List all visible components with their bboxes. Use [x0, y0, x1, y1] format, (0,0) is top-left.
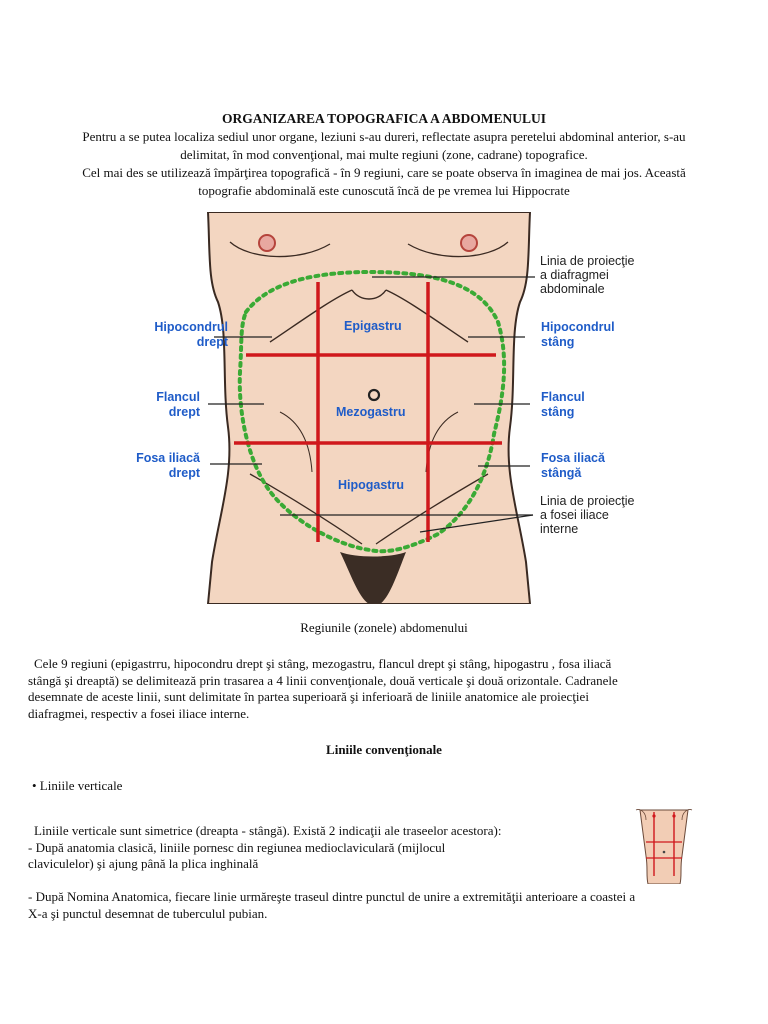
label-flancul-stang: Flancul stâng	[541, 390, 585, 419]
label-flancul-drept: Flancul drept	[156, 390, 200, 419]
abdomen-regions-figure: Hipocondrul drept Flancul drept Fosa ili…	[100, 212, 660, 604]
annotation-fosa-iliaca: Linia de proiecţie a fosei iliace intern…	[540, 494, 635, 536]
label-hipocondrul-drept: Hipocondrul drept	[154, 320, 228, 349]
intro-text: Pentru a se putea localiza sediul unor o…	[20, 128, 748, 200]
torso-thumbnail	[635, 809, 693, 884]
label-hipocondrul-stang: Hipocondrul stâng	[541, 320, 615, 349]
label-epigastru: Epigastru	[344, 319, 402, 333]
annotation-diafragm: Linia de proiecţie a diafragmei abdomina…	[540, 254, 635, 296]
umbilicus	[367, 388, 381, 402]
vertical-lines-paragraph: Liniile verticale sunt simetrice (dreapt…	[28, 823, 502, 871]
abdomen-illustration	[206, 212, 535, 604]
label-fosa-iliaca-dreapta: Fosa iliacă drept	[136, 451, 200, 480]
label-fosa-iliaca-stanga: Fosa iliacă stângă	[541, 451, 605, 480]
intro-line: Pentru a se putea localiza sediul unor o…	[82, 129, 686, 144]
torso-outline	[206, 212, 532, 604]
nipple-right	[258, 234, 276, 252]
label-mezogastru: Mezogastru	[336, 405, 406, 419]
intro-line: delimitat, în mod convenţional, mai mult…	[180, 147, 588, 162]
regions-paragraph: Cele 9 regiuni (epigastrru, hipocondru d…	[28, 656, 618, 721]
nomina-paragraph: - După Nomina Anatomica, fiecare linie u…	[28, 889, 636, 921]
nipple-left	[460, 234, 478, 252]
figure-caption: Regiunile (zonele) abdomenului	[300, 620, 468, 635]
document-title: ORGANIZAREA TOPOGRAFICA A ABDOMENULUI	[222, 111, 546, 126]
intro-line: topografie abdominală este cunoscută înc…	[198, 183, 570, 198]
intro-line: Cel mai des se utilizează împărţirea top…	[82, 165, 686, 180]
bullet-vertical-lines: • Liniile verticale	[32, 778, 123, 793]
section-heading: Liniile convenţionale	[326, 742, 442, 757]
pubic-area	[340, 552, 406, 604]
label-hipogastru: Hipogastru	[338, 478, 404, 492]
